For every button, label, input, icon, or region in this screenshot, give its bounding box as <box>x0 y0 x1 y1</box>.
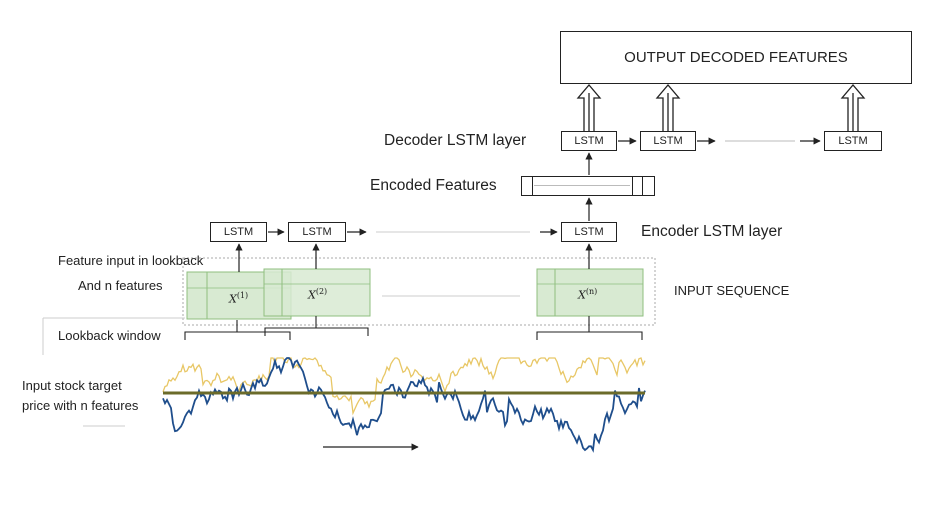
decoder-layer-title: Decoder LSTM layer <box>384 132 527 149</box>
x2-base: X <box>308 288 316 302</box>
hollow-up-arrow-1 <box>576 83 602 131</box>
encoded-features-title: Encoded Features <box>370 177 497 194</box>
stock-series-line <box>162 356 646 416</box>
hollow-up-arrow-3 <box>840 83 866 131</box>
encoder-lstm-label-3: LSTM <box>574 226 604 238</box>
encoder-lstm-cell-1: LSTM <box>210 222 267 242</box>
decoder-lstm-label-3: LSTM <box>838 135 868 147</box>
decoder-lstm-cell-2: LSTM <box>640 131 696 151</box>
stock-series-plot <box>162 356 646 453</box>
decoder-lstm-cell-3: LSTM <box>824 131 882 151</box>
encoder-lstm-cell-3: LSTM <box>561 222 617 242</box>
x2-superscript: (2) <box>315 287 328 296</box>
xn-superscript: (n) <box>585 287 598 296</box>
encoded-features-bar <box>521 176 655 196</box>
decoder-lstm-label-2: LSTM <box>653 135 683 147</box>
feature-input-label: Feature input in lookback <box>58 253 204 268</box>
encoder-lstm-cell-2: LSTM <box>288 222 346 242</box>
output-decoded-features-box: OUTPUT DECODED FEATURES <box>560 31 912 84</box>
n-features-label: And n features <box>78 278 163 293</box>
xn-base: X <box>578 288 586 302</box>
encoder-lstm-label-1: LSTM <box>223 226 254 238</box>
decoder-lstm-cell-1: LSTM <box>561 131 617 151</box>
stock-series-line <box>162 357 646 453</box>
decoder-lstm-label-1: LSTM <box>574 135 604 147</box>
xn-label: X(n) <box>578 287 597 302</box>
input-sequence-label: INPUT SEQUENCE <box>674 283 790 298</box>
output-label: OUTPUT DECODED FEATURES <box>624 49 848 66</box>
input-stock-label-line2: price with n features <box>22 398 139 413</box>
input-stock-label-line1: Input stock target <box>22 378 122 393</box>
encoder-lstm-label-2: LSTM <box>302 226 332 238</box>
x1-superscript: (1) <box>236 291 249 300</box>
hollow-up-arrow-2 <box>655 83 681 131</box>
x2-label: X(2) <box>308 287 327 302</box>
encoder-layer-title: Encoder LSTM layer <box>641 223 783 240</box>
x1-base: X <box>229 292 237 306</box>
lookback-window-label: Lookback window <box>58 328 161 343</box>
x1-label: X(1) <box>229 291 248 306</box>
